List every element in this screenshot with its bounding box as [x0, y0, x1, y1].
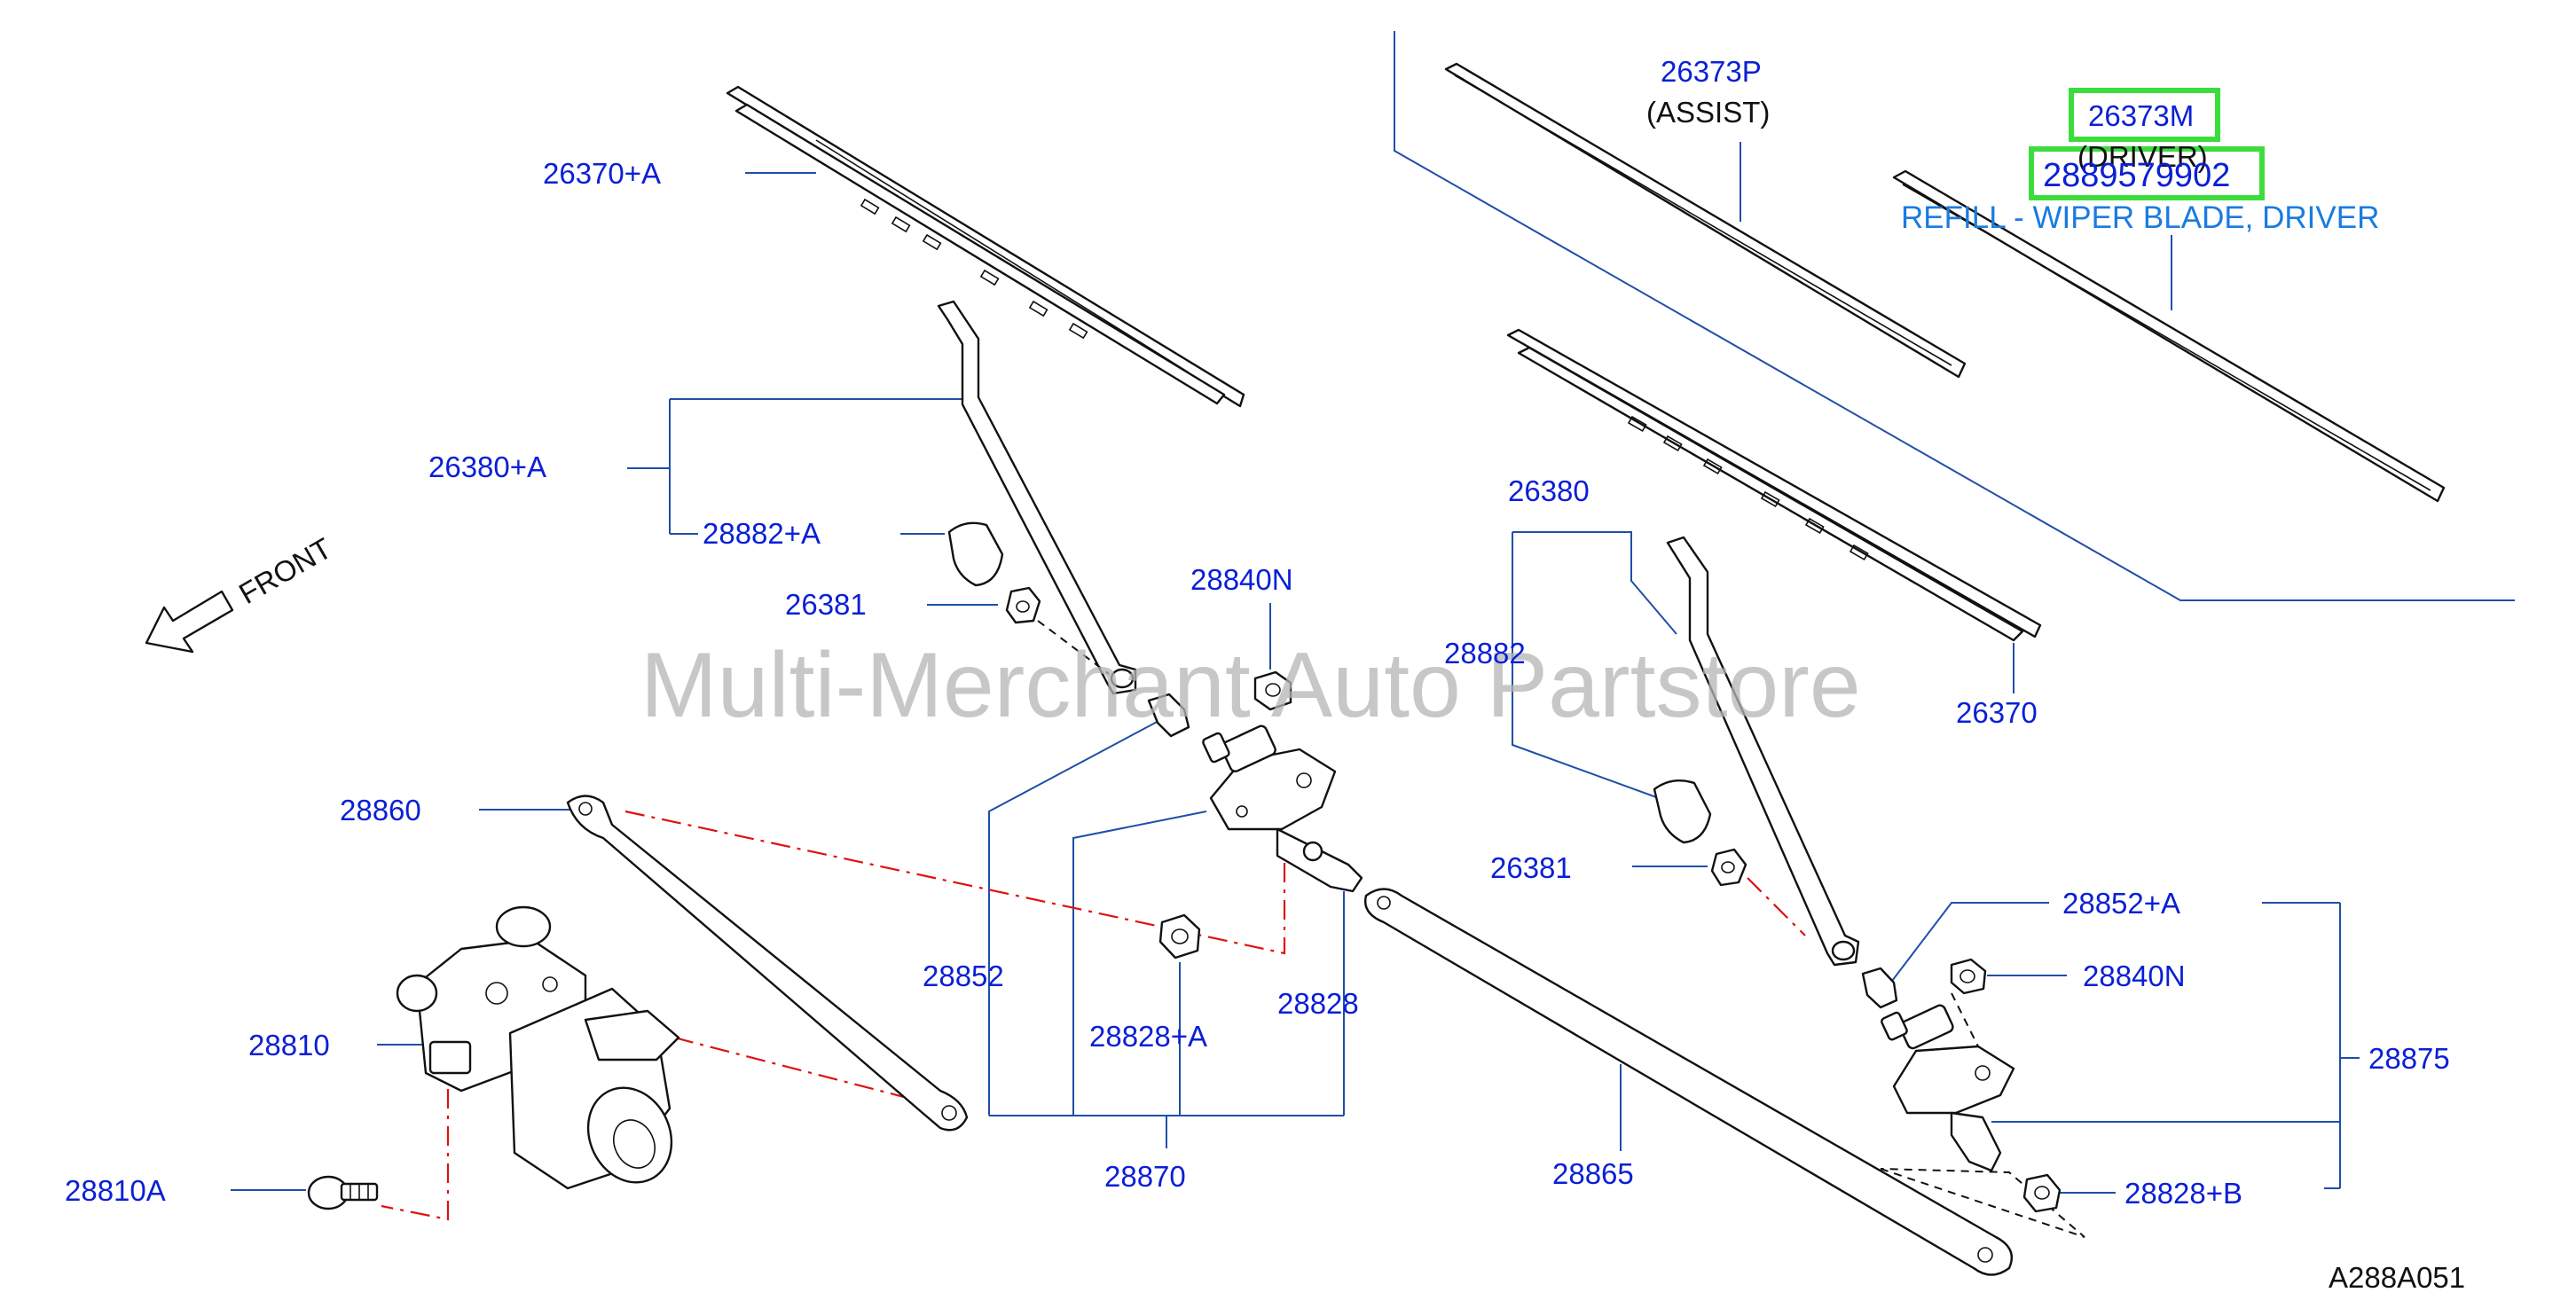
left-pivot-assembly — [1202, 725, 1363, 893]
label-26380A[interactable]: 26380+A — [428, 450, 546, 483]
label-part-description: REFILL - WIPER BLADE, DRIVER — [1901, 200, 2379, 235]
front-arrow-icon — [145, 590, 234, 654]
bolt-28810A — [307, 1175, 379, 1210]
label-28828[interactable]: 28828 — [1277, 987, 1359, 1020]
label-28882[interactable]: 28882 — [1444, 637, 1526, 670]
left-wiper-blade — [726, 85, 1245, 408]
right-pivot-assembly — [1881, 1004, 2015, 1172]
nut-26381-right — [1710, 848, 1747, 887]
label-28840N-top[interactable]: 28840N — [1190, 563, 1293, 596]
nut-28840N-top — [1253, 670, 1292, 711]
label-28870[interactable]: 28870 — [1104, 1160, 1186, 1193]
label-26381-left[interactable]: 26381 — [785, 588, 867, 621]
arm-cap-left — [947, 521, 1004, 587]
refill-26373P — [1444, 62, 1967, 379]
label-26380[interactable]: 26380 — [1508, 474, 1590, 507]
wiper-motor — [396, 905, 680, 1190]
label-26373M[interactable]: 26373M — [2088, 99, 2194, 132]
right-wiper-blade — [1506, 328, 2042, 642]
label-assist: (ASSIST) — [1646, 96, 1770, 129]
label-driver: (DRIVER) — [2077, 140, 2208, 173]
label-28852A[interactable]: 28852+A — [2062, 887, 2180, 920]
refill-26373M — [1892, 169, 2446, 503]
arm-cap-right — [1653, 779, 1712, 844]
leader-lines — [231, 31, 2515, 1194]
pivot-nut-left — [1147, 693, 1190, 738]
label-28852[interactable]: 28852 — [923, 960, 1004, 992]
label-part-number[interactable]: 2889579902 — [2043, 157, 2230, 194]
label-28828B[interactable]: 28828+B — [2124, 1177, 2242, 1210]
highlight-box-part-number — [2029, 146, 2265, 200]
right-wiper-arm — [1666, 536, 1860, 967]
label-26373P[interactable]: 26373P — [1661, 55, 1762, 88]
label-26370A[interactable]: 26370+A — [543, 157, 661, 190]
nut-26381-left — [1005, 586, 1041, 624]
label-28860[interactable]: 28860 — [340, 794, 421, 826]
link-rod-28860 — [566, 795, 969, 1132]
nut-28828B — [1880, 1168, 2085, 1238]
highlight-box-26373M — [2069, 88, 2220, 142]
diagram-code: A288A051 — [2329, 1261, 2465, 1294]
label-28882A[interactable]: 28882+A — [703, 517, 821, 550]
label-28810[interactable]: 28810 — [248, 1029, 330, 1061]
label-front: FRONT — [233, 531, 337, 610]
label-26370[interactable]: 26370 — [1956, 696, 2038, 729]
pivot-nut-right — [1861, 967, 1898, 1009]
watermark: Multi-Merchant Auto Partstore — [640, 634, 1861, 737]
label-28828A[interactable]: 28828+A — [1089, 1020, 1207, 1053]
label-28810A[interactable]: 28810A — [65, 1174, 166, 1207]
label-28865[interactable]: 28865 — [1552, 1157, 1634, 1190]
left-wiper-arm — [937, 300, 1137, 695]
label-28840N-right[interactable]: 28840N — [2083, 960, 2186, 992]
link-rod-28865 — [1364, 888, 2014, 1276]
label-26381-right[interactable]: 26381 — [1490, 851, 1572, 884]
label-28875[interactable]: 28875 — [2368, 1042, 2450, 1075]
nut-28828A — [1158, 913, 1201, 960]
nut-28840N-right — [1950, 958, 1987, 995]
